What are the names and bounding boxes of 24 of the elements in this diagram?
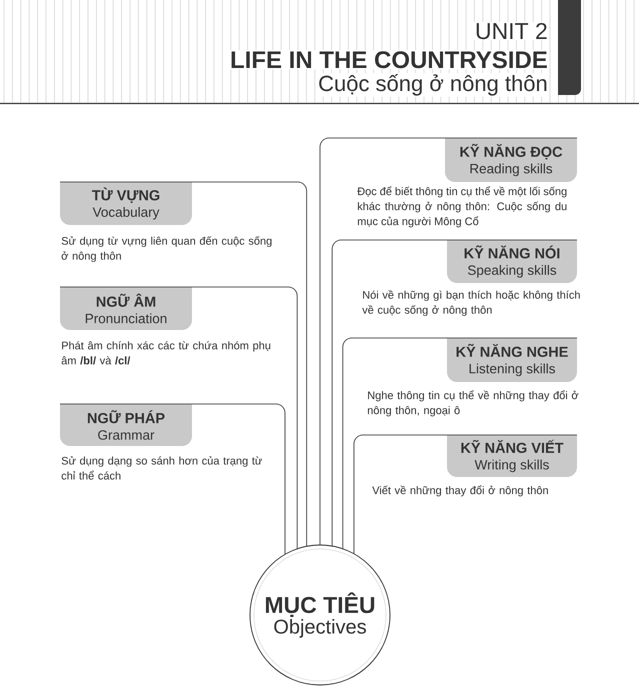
heading-tab: KỸ NĂNG VIẾT Writing skills <box>446 434 578 477</box>
connector-line <box>332 240 448 546</box>
description-text: Viết về những thay đổi ở nông thôn <box>372 485 548 496</box>
heading-tab: KỸ NĂNG ĐỌC Reading skills <box>444 138 578 182</box>
description-text: Sử dụng từ vựng liên quan đến cuộc sống ở nông thôn <box>62 236 272 262</box>
connector-line <box>354 434 448 554</box>
heading-tab: KỸ NĂNG NÓI Speaking skills <box>446 240 578 283</box>
heading-tab: TỪ VỰNG Vocabulary <box>60 182 192 225</box>
unit-label: UNIT 2 <box>474 22 549 40</box>
heading-tab: KỸ NĂNG NGHE Listening skills <box>446 338 578 382</box>
connector-line <box>192 404 286 555</box>
heading-tab: NGỮ ÂM Pronunciation <box>60 286 192 330</box>
title-text: LIFE IN THE COUNTRYSIDE <box>229 50 549 70</box>
description-text: Nói về những gì bạn thích hoặc không thích về cuộc sống ở nông thôn <box>362 290 580 316</box>
description-text: Phát âm chính xác các từ chứa nhóm phụ âm /bl/ và /cl/ <box>62 341 270 365</box>
description-text: Đọc để biết thông tin cụ thể về một lối sống khác thường ở nông thôn: Cuộc sống du mục của người Mông Cổ <box>357 186 566 228</box>
description-text: Nghe thông tin cụ thể về những thay đổi ở nông thôn, ngoại ô <box>368 390 578 416</box>
connector-line <box>192 286 298 550</box>
connector-line <box>192 182 308 547</box>
description-text: Sử dụng dạng so sánh hơn của trạng từ chỉ thể cách <box>62 456 262 480</box>
heading-tab: NGỮ PHÁP Grammar <box>60 404 192 446</box>
connector-line <box>342 338 448 550</box>
connector-line <box>320 138 446 546</box>
subtitle-text: Cuộc sống ở nông thôn <box>317 73 549 97</box>
